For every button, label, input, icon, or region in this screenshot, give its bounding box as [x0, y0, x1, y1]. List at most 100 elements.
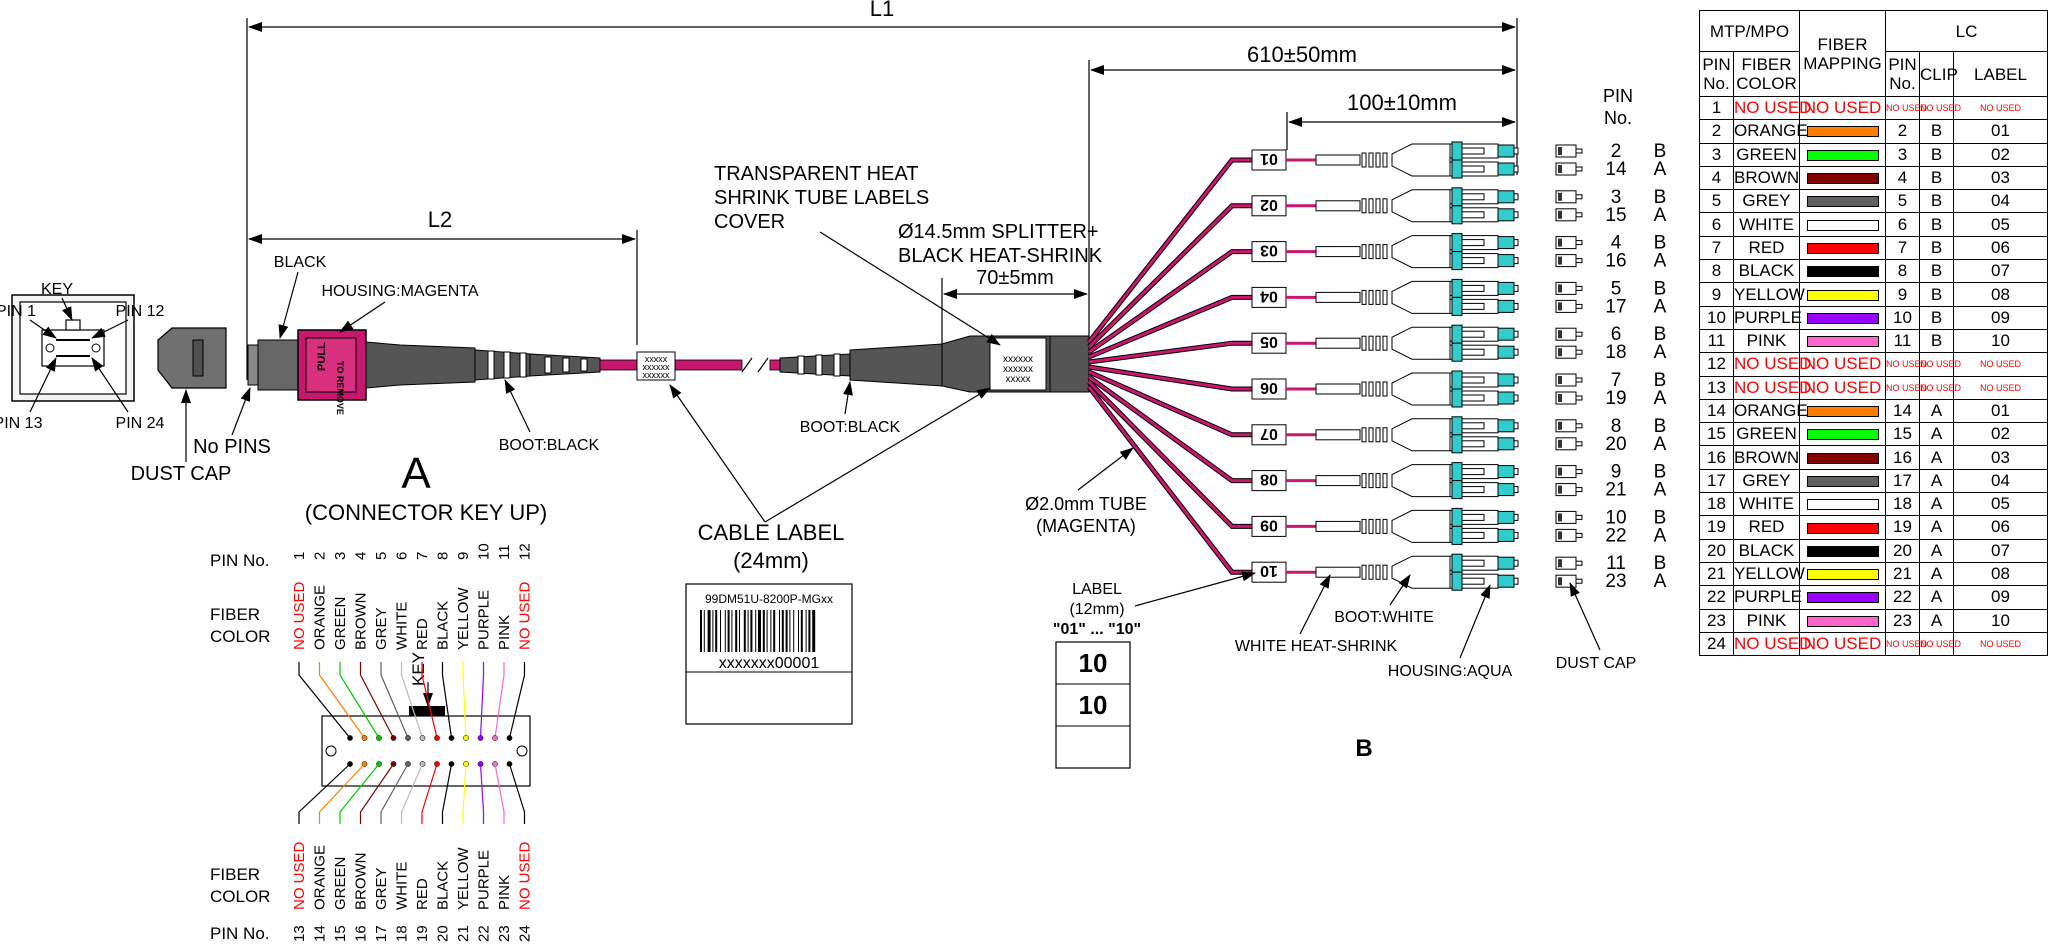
leg-label-text: 05	[1260, 333, 1278, 350]
barcode-bar	[789, 610, 791, 652]
cell-fiber-color: NO USED	[1733, 352, 1811, 377]
dust-cap: DUST CAP	[131, 327, 232, 485]
pinout-bottom-fiber	[380, 763, 409, 824]
dust-cap-label: DUST CAP	[131, 463, 232, 485]
cell-mapping: NO USED	[1799, 631, 1886, 657]
boot-white-label: BOOT:WHITE	[1334, 609, 1434, 626]
lc-clip-letter: B	[1654, 416, 1667, 437]
cell-fiber-color: PINK	[1733, 328, 1800, 354]
lc-clip-letter: B	[1654, 278, 1667, 299]
mtp-connector: PULL TO REMOVE BLACK HOUSING:MAGENTA No …	[193, 254, 601, 458]
cell-mapping	[1799, 492, 1886, 517]
cell-clip: B	[1919, 142, 1954, 167]
cell-fiber-color: PURPLE	[1733, 585, 1802, 610]
pinout-bottom-color: BLACK	[435, 861, 452, 910]
cell-label: 01	[1953, 398, 2048, 424]
cell-lc-pin: 4	[1885, 165, 1920, 191]
cell-lc-pin: 19	[1885, 515, 1920, 540]
cell-clip: A	[1919, 515, 1954, 540]
lc-pin-number: 5	[1611, 278, 1622, 299]
pinout-bottom-fiber	[441, 763, 453, 824]
pinout-top-color: PINK	[496, 615, 513, 650]
cell-mtp-pin: 23	[1699, 608, 1734, 633]
cell-mtp-pin: 7	[1699, 235, 1734, 261]
label-sample-1: 10	[1079, 648, 1108, 678]
cell-fiber-color: ORANGE	[1733, 398, 1808, 424]
heat-shrink-label-3: COVER	[714, 211, 785, 233]
black-label: BLACK	[274, 254, 327, 271]
cell-label: 04	[1953, 468, 2048, 494]
cell-mapping: NO USED	[1799, 352, 1886, 377]
lc-clip-letter: B	[1654, 507, 1667, 528]
fiber-color-swatch	[1806, 266, 1879, 278]
pinout-top-fiber	[421, 662, 438, 739]
cell-mtp-pin: 19	[1699, 515, 1734, 540]
main-cable: xxxxx xxxxxx xxxxxx BOOT:BLACK	[599, 343, 943, 436]
lc-pin-number: 3	[1611, 187, 1622, 208]
boot-black-label-1: BOOT:BLACK	[499, 437, 600, 454]
fiber-color-swatch	[1806, 475, 1879, 487]
lc-connector-b	[1449, 553, 1519, 573]
lc-pin-number: 2	[1611, 141, 1622, 162]
pin1-label: PIN 1	[0, 303, 36, 320]
header-pin-1: PIN	[1702, 55, 1731, 74]
cell-mtp-pin: 2	[1699, 119, 1734, 144]
barcode-bar	[762, 610, 765, 652]
pinout-bottom-color: WHITE	[394, 862, 411, 910]
fiber-color-swatch	[1806, 196, 1879, 208]
pinout-bottom-pin: 15	[332, 925, 349, 942]
barcode-bar	[715, 610, 718, 652]
cell-fiber-color: ORANGE	[1733, 119, 1808, 144]
barcode	[700, 610, 816, 652]
lc-dust-cap	[1555, 373, 1583, 387]
cell-lc-pin: NO USED	[1885, 631, 1927, 657]
fiber-color-swatch	[1806, 149, 1879, 161]
cell-mapping	[1799, 422, 1886, 447]
label12-text-3: "01" ... "10"	[1053, 621, 1141, 638]
key-label: KEY	[41, 281, 73, 298]
pinout-bottom-fiber	[508, 763, 526, 824]
cell-clip: A	[1919, 422, 1954, 447]
pinout-top-color: NO USED	[291, 581, 308, 650]
lc-pin-number: 6	[1611, 324, 1622, 345]
fiber-color-swatch	[1806, 522, 1879, 534]
fiber-color-swatch	[1806, 429, 1879, 441]
white-heat-shrink-label: WHITE HEAT-SHRINK	[1235, 638, 1398, 655]
pinout-fiber-color-label-top-2: COLOR	[210, 627, 270, 646]
lc-pin-number: 15	[1605, 205, 1626, 226]
cell-mapping	[1799, 398, 1886, 424]
part-number-text: 99DM51U-8200P-MGxx	[705, 592, 833, 606]
barcode-bar	[727, 610, 730, 652]
lc-clip-letter: A	[1654, 159, 1667, 180]
cell-lc-pin: NO USED	[1885, 375, 1927, 400]
lc-clip-letter: B	[1654, 370, 1667, 391]
cell-fiber-color: BROWN	[1733, 165, 1800, 191]
splitter-label-s2: xxxxxx	[1003, 364, 1033, 375]
pin-no-header-2: No.	[1604, 108, 1632, 128]
pinout-top-fiber	[462, 662, 467, 739]
lc-pin-number: 20	[1605, 434, 1626, 455]
lc-pin-number: 8	[1611, 416, 1622, 437]
cell-lc-pin: 10	[1885, 305, 1920, 330]
barcode-bar	[755, 610, 757, 652]
pinout-bottom-fiber	[359, 763, 394, 824]
cell-label: NO USED	[1953, 631, 2048, 657]
cell-lc-pin: 20	[1885, 538, 1920, 563]
cell-label: 02	[1953, 422, 2048, 447]
lc-dust-cap	[1555, 281, 1583, 295]
header-lc-pin-1: PIN	[1888, 55, 1917, 74]
cell-lc-pin: 16	[1885, 445, 1920, 470]
cell-lc-pin: NO USED	[1885, 95, 1927, 121]
lc-clip-letter: B	[1654, 553, 1667, 574]
pinout-top-fiber	[508, 662, 526, 739]
lc-dust-cap	[1555, 345, 1583, 359]
pinout-top-fiber	[318, 662, 365, 739]
dimension-610: 610±50mm	[1088, 42, 1516, 355]
